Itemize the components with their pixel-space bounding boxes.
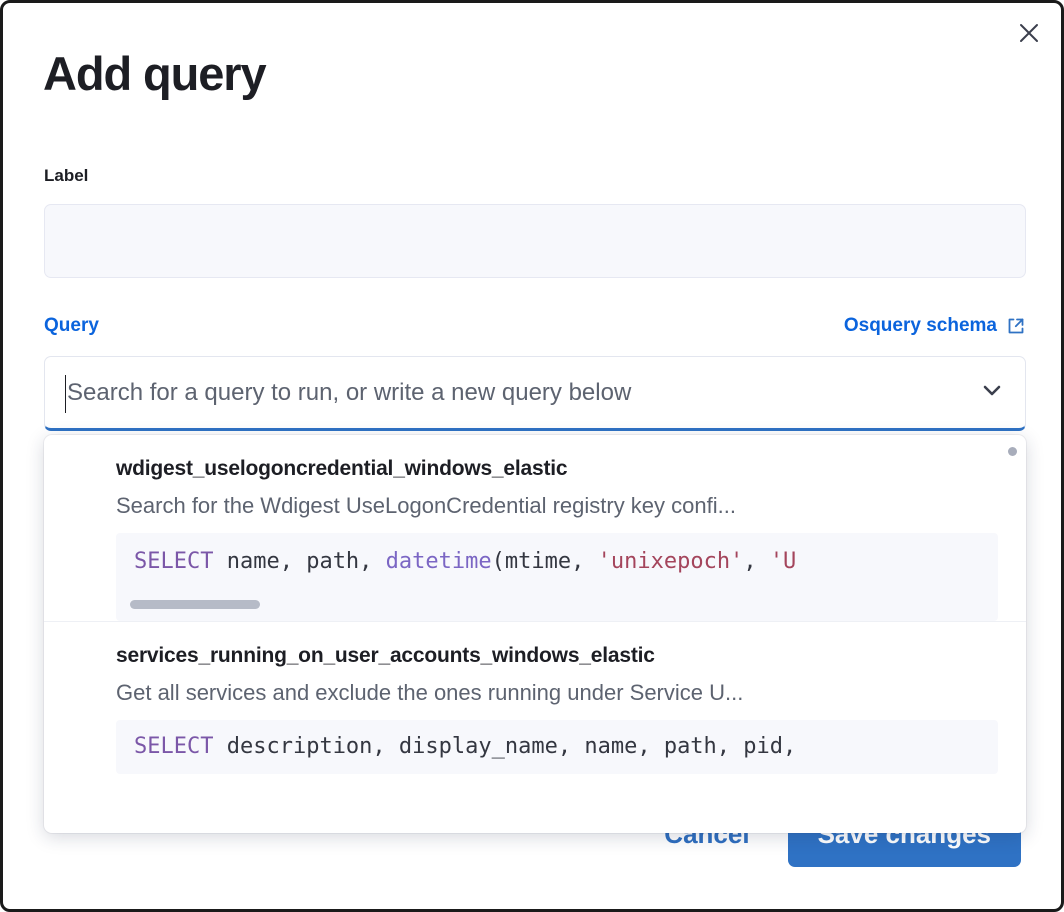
osquery-schema-link[interactable]: Osquery schema [844,315,1026,337]
option-description: Search for the Wdigest UseLogonCredentia… [116,493,736,518]
code-line: SELECT name, path, datetime(mtime, 'unix… [134,549,797,574]
chevron-down-icon[interactable] [977,375,1007,410]
external-link-icon [1006,316,1026,336]
query-field-header: Query Osquery schema [44,315,1026,343]
list-item[interactable]: services_running_on_user_accounts_window… [44,621,1026,774]
text-caret [65,375,66,413]
option-code-block: SELECT description, display_name, name, … [116,720,998,774]
option-title: services_running_on_user_accounts_window… [116,644,655,667]
list-item[interactable]: wdigest_uselogoncredential_windows_elast… [44,435,1026,621]
label-field-label: Label [44,166,89,185]
query-search-input[interactable]: Search for a query to run, or write a ne… [67,378,632,406]
dropdown-scrollbar[interactable] [1008,447,1017,456]
option-title: wdigest_uselogoncredential_windows_elast… [116,457,568,480]
close-icon-button[interactable] [1011,15,1047,51]
option-code-block: SELECT name, path, datetime(mtime, 'unix… [116,533,998,621]
option-description: Get all services and exclude the ones ru… [116,680,744,705]
osquery-schema-link-label: Osquery schema [843,315,997,336]
query-combobox[interactable]: Search for a query to run, or write a ne… [44,356,1026,431]
code-line: SELECT description, display_name, name, … [134,734,797,759]
close-icon [1018,22,1040,44]
code-horizontal-scrollbar[interactable] [130,600,260,609]
page-title: Add query [43,47,267,100]
query-field-label: Query [44,315,99,336]
label-input[interactable] [44,204,1026,278]
query-options-dropdown[interactable]: wdigest_uselogoncredential_windows_elast… [44,435,1026,833]
